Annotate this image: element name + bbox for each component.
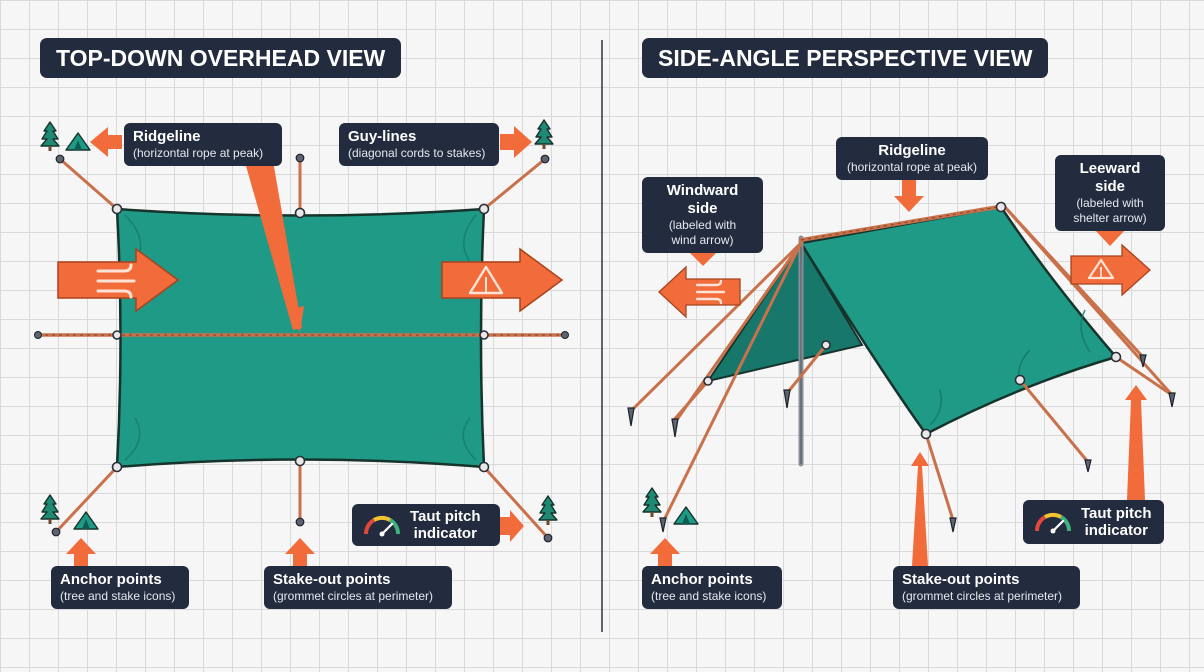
left-taut-indicator-label: Taut pitch indicator — [352, 504, 500, 546]
arrow-right — [500, 126, 532, 158]
label-title-line1: Taut pitch — [410, 508, 481, 525]
arrow-up — [285, 538, 315, 566]
label-subtitle: (tree and stake icons) — [60, 589, 176, 603]
arrow-right — [498, 510, 524, 542]
tree-icon — [642, 487, 662, 518]
right-leeward-label: Leeward side (labeled with shelter arrow… — [1055, 155, 1165, 231]
wind-icon — [695, 279, 726, 305]
wind-arrow — [658, 265, 741, 319]
tarp-wrinkles — [124, 214, 477, 461]
side-angle-title: SIDE-ANGLE PERSPECTIVE VIEW — [642, 38, 1049, 78]
label-title: Taut pitch indicator — [410, 508, 481, 542]
label-title-line2: indicator — [413, 525, 477, 542]
label-subtitle: (diagonal cords to stakes) — [348, 146, 486, 160]
label-title: Stake-out points — [902, 571, 1020, 588]
right-ridgeline-rope — [799, 204, 1006, 242]
gauge-icon — [1034, 512, 1072, 534]
tent-icon — [1087, 258, 1115, 280]
right-windward-label: Windward side (labeled with wind arrow) — [642, 177, 763, 253]
tent-icon — [65, 132, 91, 151]
stake-out-pointer-arrow — [911, 452, 929, 566]
label-subtitle: (labeled with — [1076, 196, 1144, 210]
tarp-top-view — [115, 207, 486, 469]
label-subtitle: (horizontal rope at peak) — [846, 160, 978, 174]
tent-icon — [468, 265, 504, 295]
top-down-title: TOP-DOWN OVERHEAD VIEW — [40, 38, 402, 78]
tent-icon — [673, 506, 699, 525]
tree-icon — [538, 495, 558, 526]
taut-pointer-arrow — [1125, 385, 1147, 500]
label-title: Taut pitch indicator — [1081, 505, 1152, 539]
left-guylines-label: Guy-lines (diagonal cords to stakes) — [339, 123, 499, 166]
gauge-icon — [363, 515, 401, 537]
label-title: Stake-out points — [273, 571, 391, 588]
right-stakeout-label: Stake-out points (grommet circles at per… — [893, 566, 1080, 609]
label-subtitle: wind arrow) — [671, 233, 734, 247]
label-title: Windward side — [666, 182, 739, 217]
right-anchor-label: Anchor points (tree and stake icons) — [642, 566, 782, 609]
arrow-down — [894, 178, 924, 212]
wind-arrow — [57, 247, 180, 313]
tree-icon — [40, 494, 60, 525]
label-title: Anchor points — [60, 571, 162, 588]
arrow-left — [90, 127, 122, 157]
label-subtitle: (grommet circles at perimeter) — [273, 589, 434, 603]
left-ridgeline-label: Ridgeline (horizontal rope at peak) — [124, 123, 282, 166]
tree-icon — [534, 119, 554, 150]
label-title-line1: Taut pitch — [1081, 505, 1152, 522]
right-ridgeline-label: Ridgeline (horizontal rope at peak) — [836, 137, 988, 180]
right-stakes — [627, 354, 1176, 533]
label-subtitle: (tree and stake icons) — [651, 589, 767, 603]
label-subtitle: shelter arrow) — [1073, 211, 1147, 225]
right-guy-lines — [630, 204, 1174, 522]
tree-icon — [40, 121, 60, 152]
label-title: Ridgeline — [133, 128, 201, 145]
right-taut-indicator-label: Taut pitch indicator — [1023, 500, 1164, 544]
label-title: Ridgeline — [878, 142, 946, 159]
side-angle-panel — [627, 178, 1176, 566]
shelter-arrow — [1070, 243, 1151, 297]
arrow-up — [66, 538, 96, 566]
left-guy-lines — [54, 156, 550, 540]
label-title: Anchor points — [651, 571, 753, 588]
arrow-up — [650, 538, 680, 566]
top-down-panel — [34, 119, 569, 566]
label-subtitle: (horizontal rope at peak) — [133, 146, 264, 160]
wind-icon — [96, 263, 136, 299]
ridgeline-pointer-arrow — [246, 161, 304, 332]
tent-icon — [73, 511, 99, 530]
tarp-side-view — [798, 205, 1119, 436]
label-title-line2: indicator — [1084, 522, 1148, 539]
right-grommets — [703, 201, 1122, 440]
label-subtitle: (grommet circles at perimeter) — [902, 589, 1063, 603]
shelter-arrow — [441, 247, 564, 313]
label-title: Leeward side — [1079, 160, 1141, 195]
label-title: Guy-lines — [348, 128, 417, 145]
label-subtitle: (labeled with — [668, 218, 737, 232]
left-stakeout-label: Stake-out points (grommet circles at per… — [264, 566, 452, 609]
left-grommets — [111, 203, 490, 473]
left-anchor-label: Anchor points (tree and stake icons) — [51, 566, 189, 609]
